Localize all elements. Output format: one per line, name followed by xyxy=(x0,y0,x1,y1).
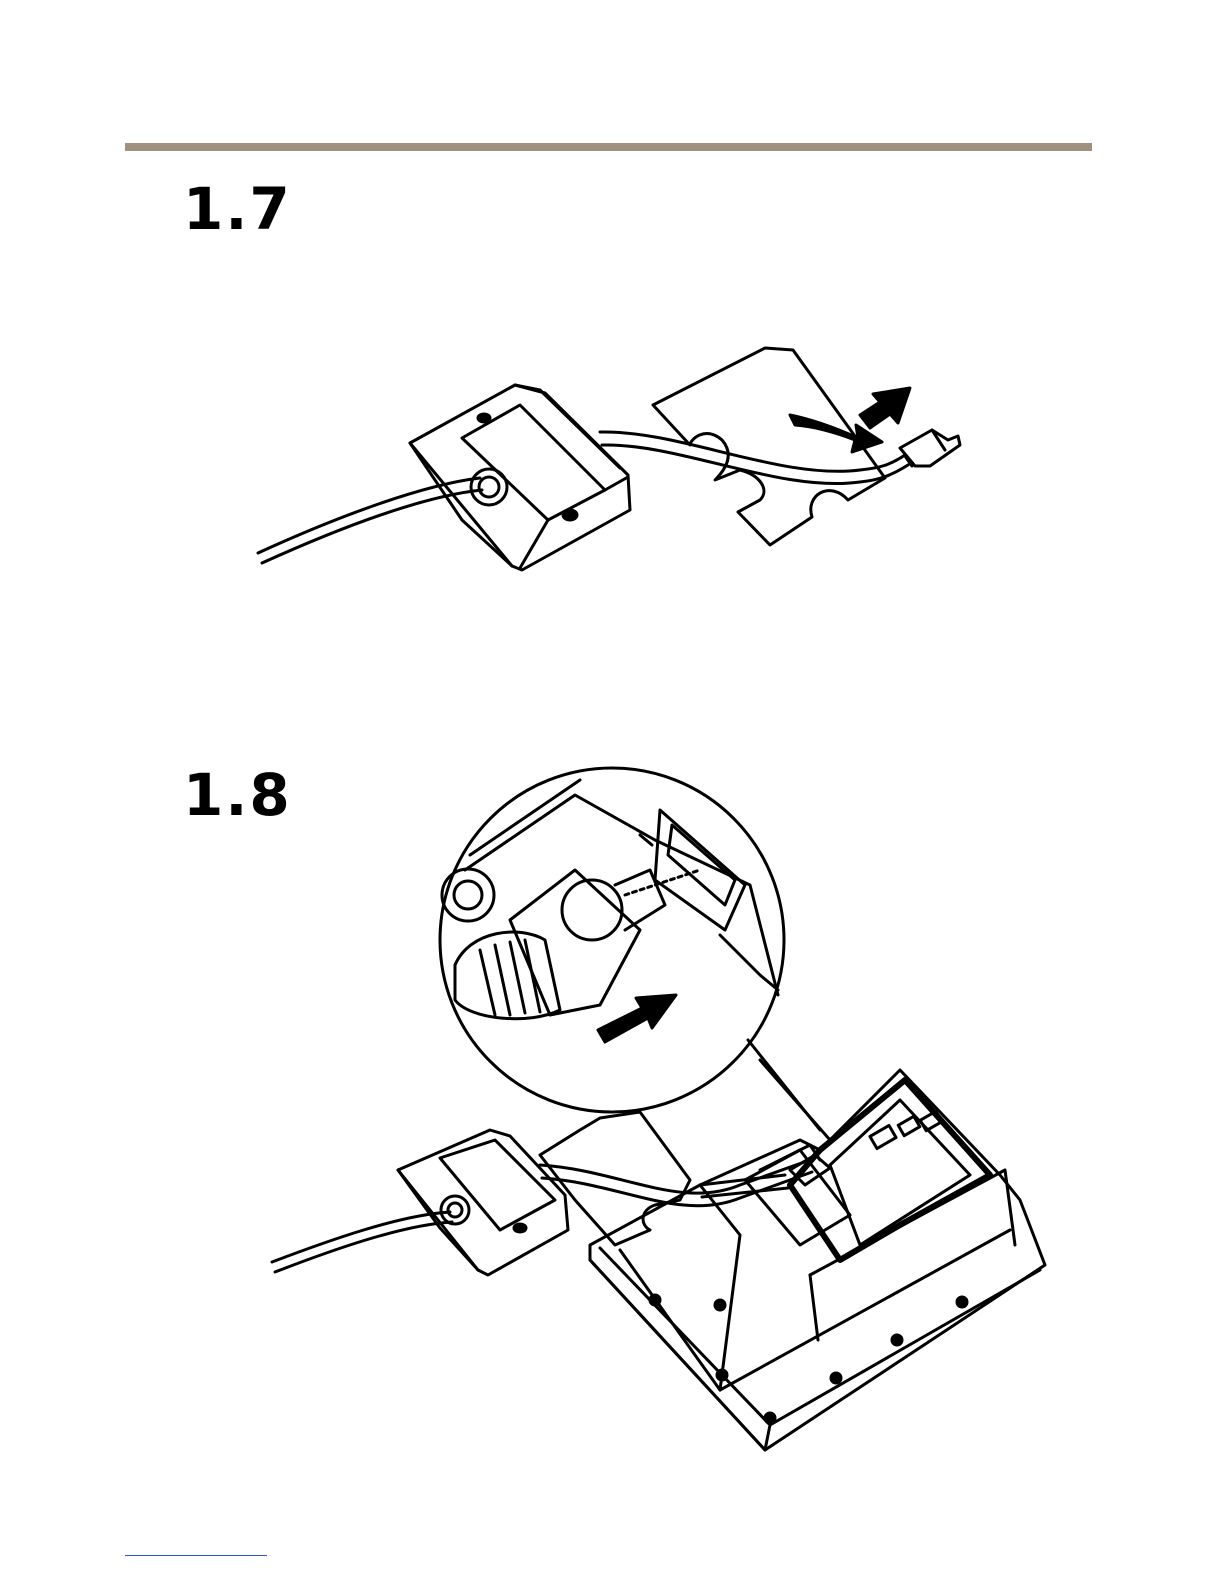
footer-link-underline[interactable] xyxy=(125,1555,267,1556)
insert-arrow xyxy=(598,995,676,1042)
detail-magnifier xyxy=(440,768,784,1112)
